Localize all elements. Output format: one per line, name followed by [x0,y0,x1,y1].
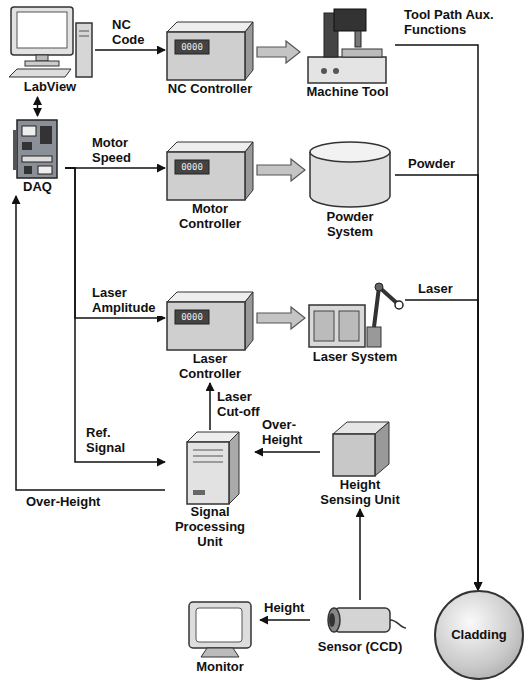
signal-arrow [395,45,478,590]
edge-label: Ref. Signal [86,426,134,456]
node-label: NC Controller [165,82,255,97]
signal-arrow [65,168,165,318]
display-digits: 0000 [175,40,209,54]
signal-arrow [16,196,165,490]
block-arrow [257,41,300,63]
node-label: DAQ [10,180,65,195]
controller-box: 0000Laser Controller [165,290,255,382]
monitor-icon [180,600,260,660]
display-digits: 0000 [175,160,209,174]
edge-label: Height [264,601,310,616]
edge-label: Over-Height [262,418,310,448]
powder-system-icon [305,140,395,210]
node-label: LabView [5,80,95,95]
edge-label: NC Code [112,18,157,48]
computer-icon: LabView [5,5,95,95]
node-label: Laser Controller [165,352,255,382]
daq-board-icon [10,118,65,180]
monitor-icon: Monitor [180,600,260,675]
signal-arrow [359,509,361,600]
edge-label: Powder [408,157,468,172]
ccd-sensor-icon [310,600,410,640]
node-label: Machine Tool [300,85,395,100]
node-label: Height Sensing Unit [320,478,400,508]
edge-label: Tool Path Aux. Functions [404,8,522,38]
signal-arrow [395,175,478,590]
signal-arrow [95,49,165,51]
edge-label: Laser Cut-off [217,390,269,420]
laser-system-icon [305,275,405,350]
cladding-circle: Cladding [434,590,524,680]
node-label: Signal Processing Unit [165,505,255,550]
block-arrow [257,307,305,329]
signal-arrow [209,383,211,430]
signal-arrow [65,167,165,169]
controller-box: 0000Motor Controller [165,140,255,232]
signal-arrow [65,168,165,462]
signal-arrow [37,97,39,116]
edge-label: Over-Height [26,495,116,510]
powder-system-icon: Powder System [305,140,395,240]
signal-arrow [405,300,478,590]
node-label: Motor Controller [165,202,255,232]
ccd-sensor-icon: Sensor (CCD) [310,600,410,655]
controller-shape: 0000 [165,140,255,202]
laser-system-icon: Laser System [305,275,405,365]
display-digits: 0000 [175,310,209,324]
node-label: Monitor [180,660,260,675]
machine-tool-icon: Machine Tool [300,5,395,100]
edge-label: Laser Amplitude [92,286,162,316]
processing-unit-icon [165,430,255,505]
block-arrow [257,159,305,181]
height-sensing-icon [320,418,400,478]
controller-shape: 0000 [165,290,255,352]
node-label: Sensor (CCD) [310,640,410,655]
edge-label: Motor Speed [92,136,142,166]
node-label: Laser System [305,350,405,365]
height-sensing-icon: Height Sensing Unit [320,418,400,508]
signal-arrow [255,451,320,453]
signal-arrow [260,619,310,621]
cladding-shape: Cladding [434,590,524,680]
daq-board-icon: DAQ [10,118,65,195]
edge-label: Laser [418,282,463,297]
processing-unit-icon: Signal Processing Unit [165,430,255,550]
node-label: Cladding [451,628,507,643]
computer-icon [5,5,95,80]
machine-tool-icon [300,5,395,85]
node-label: Powder System [305,210,395,240]
controller-shape: 0000 [165,20,255,82]
controller-box: 0000 NC Controller [165,20,255,97]
